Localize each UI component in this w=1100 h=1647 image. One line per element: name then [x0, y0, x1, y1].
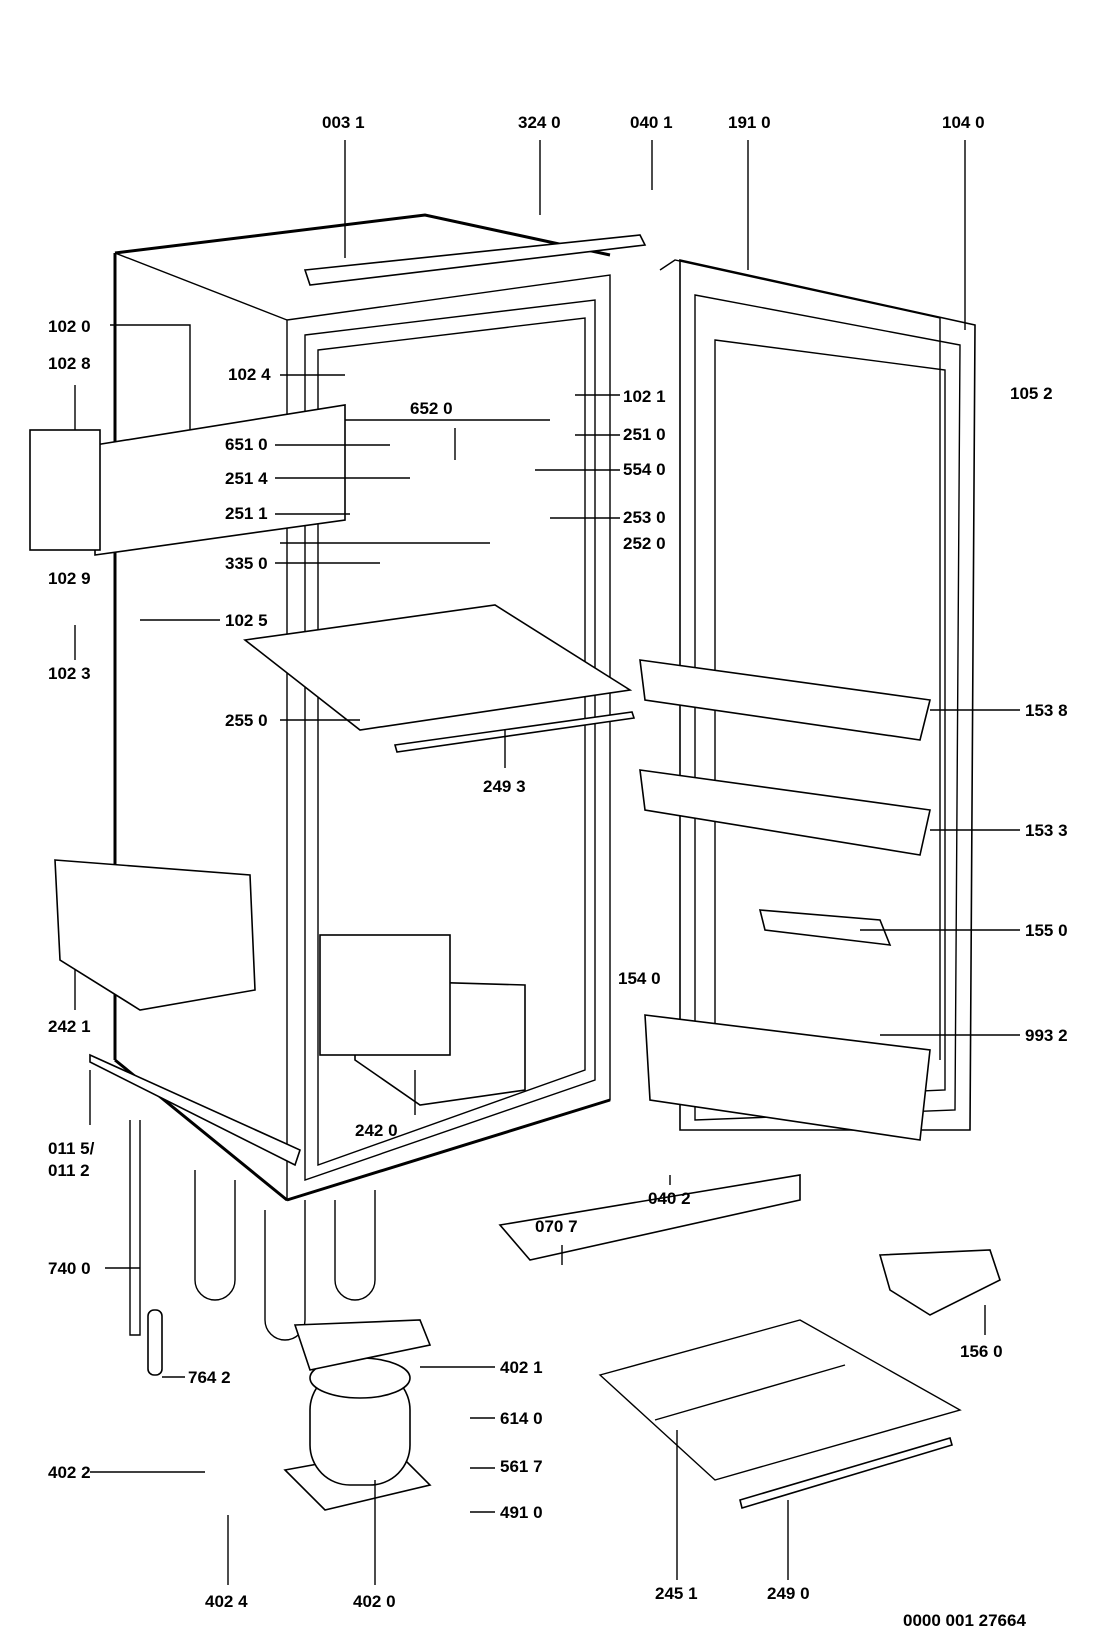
shelf-trim	[393, 711, 636, 753]
part-label: 040 2	[648, 1189, 691, 1208]
part-label: 102 8	[48, 354, 91, 373]
part-label: 402 1	[500, 1358, 543, 1377]
part-label: 155 0	[1025, 921, 1068, 940]
part-label: 102 0	[48, 317, 91, 336]
part-label: 253 0	[623, 508, 666, 527]
freezer-flap	[94, 404, 346, 556]
door-shelf-2	[639, 769, 931, 856]
drawing-number: 0000 001 27664	[903, 1611, 1026, 1630]
drawer-back	[319, 934, 451, 1056]
part-label: 154 0	[618, 969, 661, 988]
part-label: 251 1	[225, 504, 268, 523]
part-label: 102 1	[623, 387, 666, 406]
flap-frame	[29, 429, 101, 551]
part-label: 242 1	[48, 1017, 91, 1036]
ice-tray	[878, 1249, 1001, 1316]
part-label: 491 0	[500, 1503, 543, 1522]
part-label: 191 0	[728, 113, 771, 132]
part-label: 652 0	[410, 399, 453, 418]
part-label: 070 7	[535, 1217, 578, 1236]
part-label: 402 4	[205, 1592, 248, 1611]
part-label: 402 0	[353, 1592, 396, 1611]
part-label: 102 3	[48, 664, 91, 683]
part-label: 242 0	[355, 1121, 398, 1140]
glass-shelf	[243, 604, 633, 731]
door-shelf-3	[644, 1014, 931, 1141]
part-label: 102 5	[225, 611, 268, 630]
part-label: 402 2	[48, 1463, 91, 1482]
freezer-drawer-large	[54, 859, 256, 1011]
part-label: 245 1	[655, 1584, 698, 1603]
part-label: 740 0	[48, 1259, 91, 1278]
part-label: 764 2	[188, 1368, 231, 1387]
top-rail-part	[303, 234, 647, 286]
part-label: 335 0	[225, 554, 268, 573]
part-label: 993 2	[1025, 1026, 1068, 1045]
egg-tray	[758, 909, 892, 946]
compressor-tray	[293, 1319, 432, 1371]
shelf-trim-bottom	[739, 1437, 953, 1510]
part-label: 251 4	[225, 469, 268, 488]
condenser	[129, 1120, 376, 1341]
part-label: 153 3	[1025, 821, 1068, 840]
part-label: 153 8	[1025, 701, 1068, 720]
part-label: 003 1	[322, 113, 365, 132]
part-label: 651 0	[225, 435, 268, 454]
rear-profile	[498, 1174, 801, 1261]
leader-lines	[74, 140, 1020, 1585]
part-label: 554 0	[623, 460, 666, 479]
part-label: 249 3	[483, 777, 526, 796]
part-label: 614 0	[500, 1409, 543, 1428]
part-label: 255 0	[225, 711, 268, 730]
bottom-front-rail	[89, 1053, 301, 1167]
part-label: 561 7	[500, 1457, 543, 1476]
part-label: 104 0	[942, 113, 985, 132]
door-shelf-1	[639, 659, 931, 741]
part-label: 324 0	[518, 113, 561, 132]
part-label: 102 4	[228, 365, 271, 384]
part-label: 011 2	[48, 1161, 90, 1180]
part-label: 251 0	[623, 425, 666, 444]
part-label: 249 0	[767, 1584, 810, 1603]
compressor	[283, 1357, 432, 1511]
drier	[147, 1309, 163, 1376]
part-label: 040 1	[630, 113, 673, 132]
part-label: 156 0	[960, 1342, 1003, 1361]
part-label: 102 9	[48, 569, 91, 588]
part-label: 252 0	[623, 534, 666, 553]
part-label: 105 2	[1010, 384, 1053, 403]
part-label: 011 5/	[48, 1139, 95, 1158]
